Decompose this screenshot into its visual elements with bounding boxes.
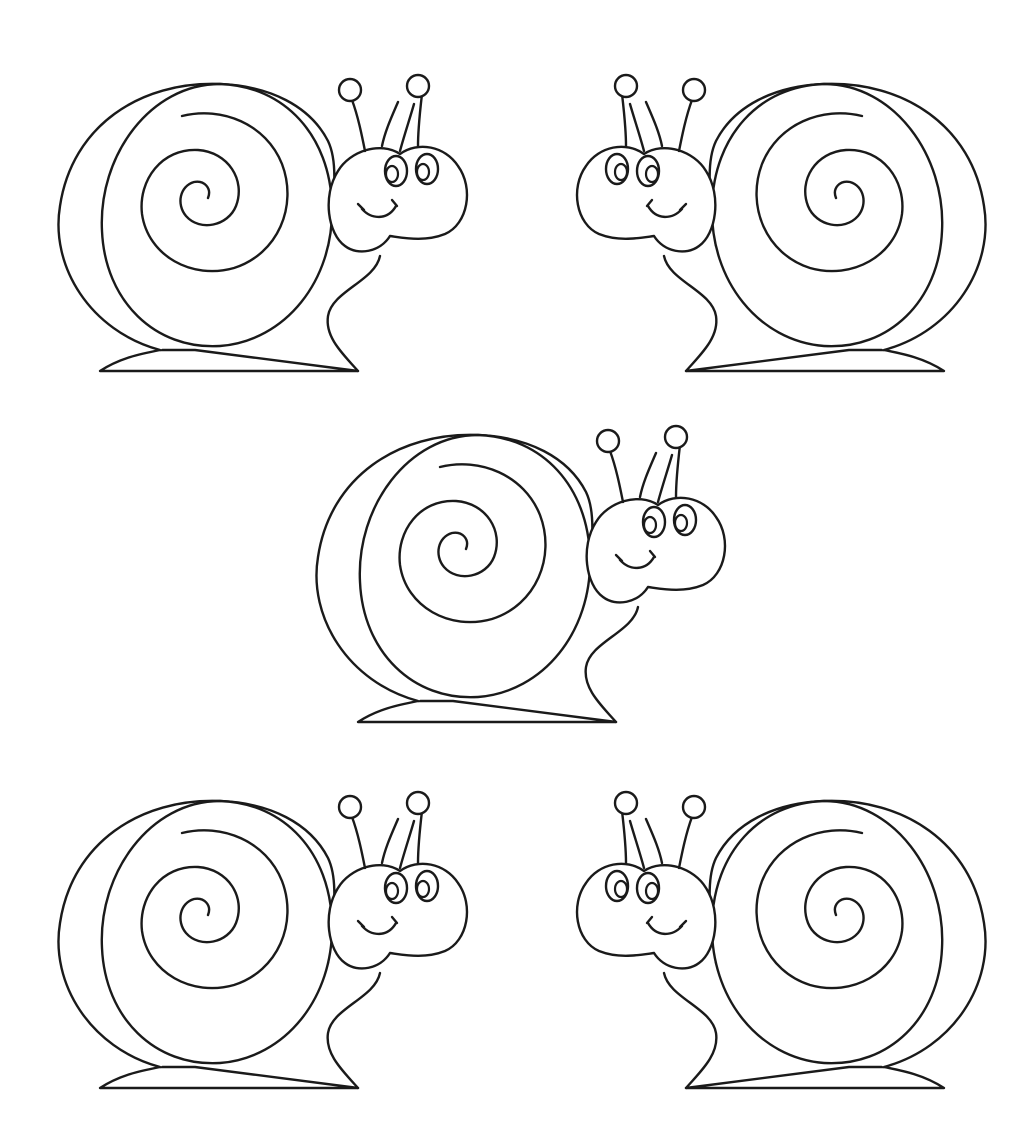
snail-bottom-left — [57, 790, 469, 1090]
snail-top-left — [57, 73, 469, 373]
snail-bottom-right — [575, 790, 987, 1090]
snail-layer — [57, 73, 987, 1090]
snail-middle — [315, 424, 727, 724]
snail-top-right — [575, 73, 987, 373]
